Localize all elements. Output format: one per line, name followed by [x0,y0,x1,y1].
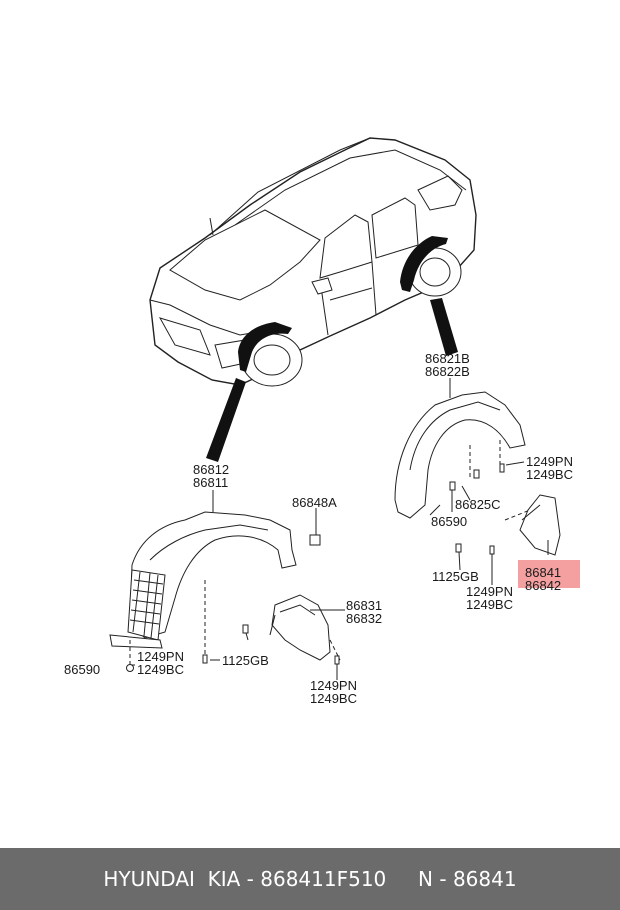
front-wheel-liner [109,511,321,664]
leader-lines [132,378,549,680]
label-1249pn-rear: 1249PN [526,454,573,469]
label-86812: 86812 [193,462,230,477]
vehicle-illustration [149,137,477,462]
label-86821b: 86821B [425,351,470,366]
label-1249pn-front: 1249PN [137,649,184,664]
label-86825c: 86825C [455,497,501,512]
label-1249pn-mud-front: 1249PN [310,678,357,693]
rear-wheel-liner [394,391,526,519]
front-mud-guard [269,594,341,661]
parts-diagram [109,137,561,680]
label-1125gb-front: 1125GB [222,653,269,668]
label-1249bc-mud-front: 1249BC [310,691,357,706]
label-86841: 86841 [525,565,562,580]
label-86842: 86842 [525,578,562,593]
label-86831: 86831 [346,598,383,613]
label-1125gb-rear: 1125GB [432,569,479,584]
label-86590-front: 86590 [64,662,101,677]
label-86822b: 86822B [425,364,470,379]
label-86832: 86832 [346,611,383,626]
highlighted-part-box [518,560,580,588]
label-86848a: 86848A [292,495,337,510]
label-86590-rear: 86590 [431,514,468,529]
part-number-footer: HYUNDAI KIA - 868411F510 N - 86841 [0,848,620,910]
fasteners [126,463,505,672]
label-1249pn-mud-rear: 1249PN [466,584,513,599]
label-1249bc-rear: 1249BC [526,467,573,482]
label-1249bc-front: 1249BC [137,662,184,677]
label-86811: 86811 [193,475,229,490]
label-1249bc-mud-rear: 1249BC [466,597,513,612]
rear-mud-guard [504,494,561,556]
